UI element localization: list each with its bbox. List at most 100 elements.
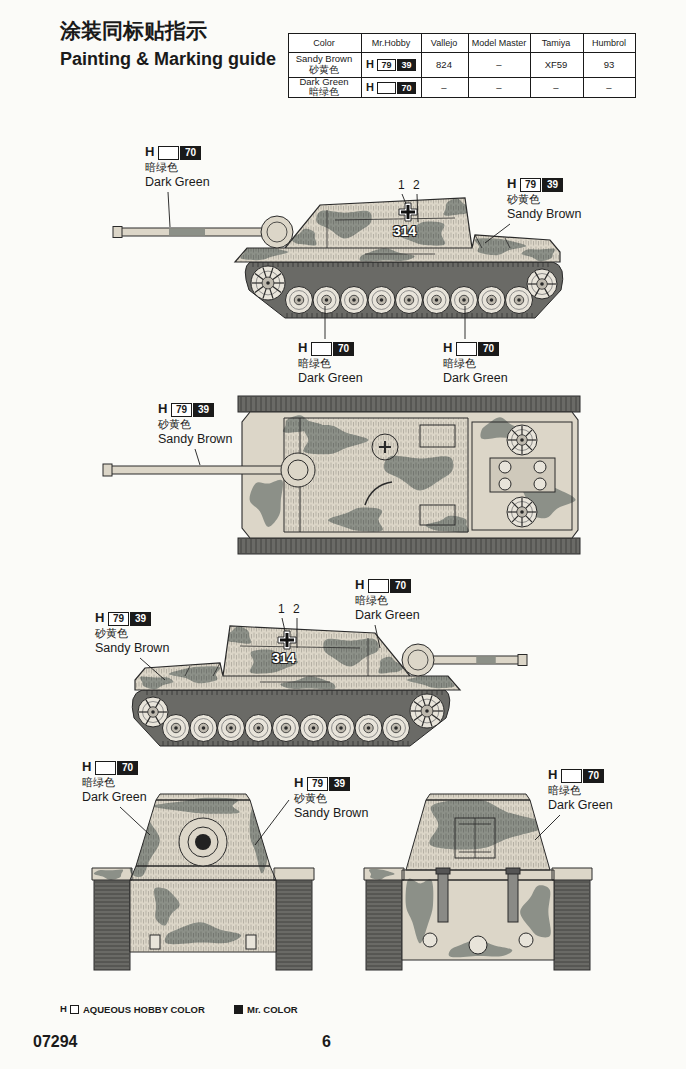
door-hinge xyxy=(459,818,491,858)
color-name-chinese: 暗绿色 xyxy=(355,595,388,607)
vehicle-number: 314 xyxy=(272,651,295,666)
wheel-spoke xyxy=(263,288,266,299)
color-name: Dark Green xyxy=(145,176,210,190)
table-cell: – xyxy=(470,82,528,92)
decal-number: 1 xyxy=(398,179,405,192)
color-name: Dark Green xyxy=(548,799,613,813)
camo xyxy=(250,415,576,532)
table-cell: 暗绿色 xyxy=(289,87,359,97)
wheel-spoke xyxy=(508,439,518,440)
wheel-hub xyxy=(309,723,318,732)
hull-detail xyxy=(185,638,368,682)
wheel xyxy=(300,715,327,742)
mantlet-ring xyxy=(408,650,428,670)
hatch-mark xyxy=(379,441,391,453)
color-name-chinese: 暗绿色 xyxy=(548,785,581,797)
vehicle-side-view xyxy=(130,618,527,746)
grille-cap xyxy=(499,461,511,473)
wheel xyxy=(245,715,272,742)
wheel-hub xyxy=(262,277,274,289)
track-links xyxy=(367,882,401,966)
periscope xyxy=(365,482,392,505)
wheel xyxy=(423,287,450,314)
wheel-cap xyxy=(425,709,429,713)
wheel-cap xyxy=(297,298,301,302)
wheel-rim xyxy=(359,719,378,738)
mantlet-ring xyxy=(267,222,287,242)
track xyxy=(276,878,312,970)
gun-camo xyxy=(476,657,496,664)
zimmerit xyxy=(130,618,460,693)
track xyxy=(238,396,580,412)
wheel-spoke xyxy=(414,714,423,720)
table-cell: Dark Green xyxy=(289,77,359,87)
track xyxy=(366,878,402,970)
color-name: Sandy Brown xyxy=(158,433,232,447)
wheel-spoke xyxy=(422,696,425,707)
wheel-spoke xyxy=(158,711,168,712)
wheel-hub xyxy=(254,723,263,732)
color-code-prefix: H xyxy=(145,145,154,159)
wheel-rim xyxy=(510,291,529,310)
hull-rear xyxy=(364,794,592,960)
wheel-spoke xyxy=(521,498,522,508)
legend-swatch xyxy=(234,1005,243,1014)
vehicle-side-view xyxy=(113,190,565,318)
wheel-spoke xyxy=(525,502,532,509)
table-header: Model Master xyxy=(470,39,528,48)
table-cell: – xyxy=(531,82,581,92)
wheel xyxy=(527,269,557,299)
wheel-rim xyxy=(277,719,296,738)
color-code-box xyxy=(377,82,396,94)
wheel-hub xyxy=(281,723,290,732)
gun-camo xyxy=(169,229,205,236)
wheel-cap xyxy=(540,282,544,286)
table-header: Color xyxy=(289,39,359,48)
wheel-spoke xyxy=(525,430,532,437)
mantlet xyxy=(402,644,434,676)
legend-item: AQUEOUS HOBBY COLOR xyxy=(70,1004,205,1015)
hull-outline xyxy=(364,794,592,960)
camo xyxy=(130,618,460,693)
exhaust-cap xyxy=(436,868,450,874)
hatch xyxy=(372,434,398,460)
color-code-box: 70 xyxy=(117,761,138,775)
muzzle xyxy=(113,227,122,238)
tow-shackle xyxy=(246,935,256,949)
wheel-rim xyxy=(290,291,309,310)
grille-cap xyxy=(534,461,546,473)
legend-item: Mr. COLOR xyxy=(234,1004,298,1015)
color-code-box: 39 xyxy=(329,777,350,791)
wheel-spoke xyxy=(544,288,549,296)
wheel-spoke xyxy=(273,282,284,283)
table-header: Vallejo xyxy=(422,39,467,48)
wheel xyxy=(355,715,382,742)
camo-patch xyxy=(369,869,395,880)
color-name-chinese: 砂黄色 xyxy=(158,419,191,431)
wheel-spoke xyxy=(272,286,281,292)
wheel-hub xyxy=(391,723,400,732)
wheel-spoke xyxy=(139,711,149,712)
wheel-rim xyxy=(317,291,336,310)
wheel-spoke xyxy=(155,716,160,724)
wheel-spoke xyxy=(414,702,423,708)
wheel-cap xyxy=(407,298,411,302)
camo-patch xyxy=(94,869,123,880)
color-code-box: 79 xyxy=(108,612,129,626)
track-links xyxy=(241,397,576,411)
camo-patch xyxy=(250,480,283,527)
mantlet xyxy=(281,453,315,487)
color-name-chinese: 暗绿色 xyxy=(82,777,115,789)
wheel xyxy=(507,425,537,455)
gun-barrel xyxy=(105,466,290,474)
balkenkreuz xyxy=(278,631,296,649)
color-code-prefix: H xyxy=(158,402,167,416)
page-number: 6 xyxy=(322,1033,331,1051)
wheel-spoke xyxy=(263,268,266,279)
wheel-hub xyxy=(421,705,433,717)
wheel xyxy=(478,287,505,314)
track xyxy=(132,690,450,746)
wheel-hub xyxy=(517,435,528,446)
color-code-box: 79 xyxy=(520,178,541,192)
